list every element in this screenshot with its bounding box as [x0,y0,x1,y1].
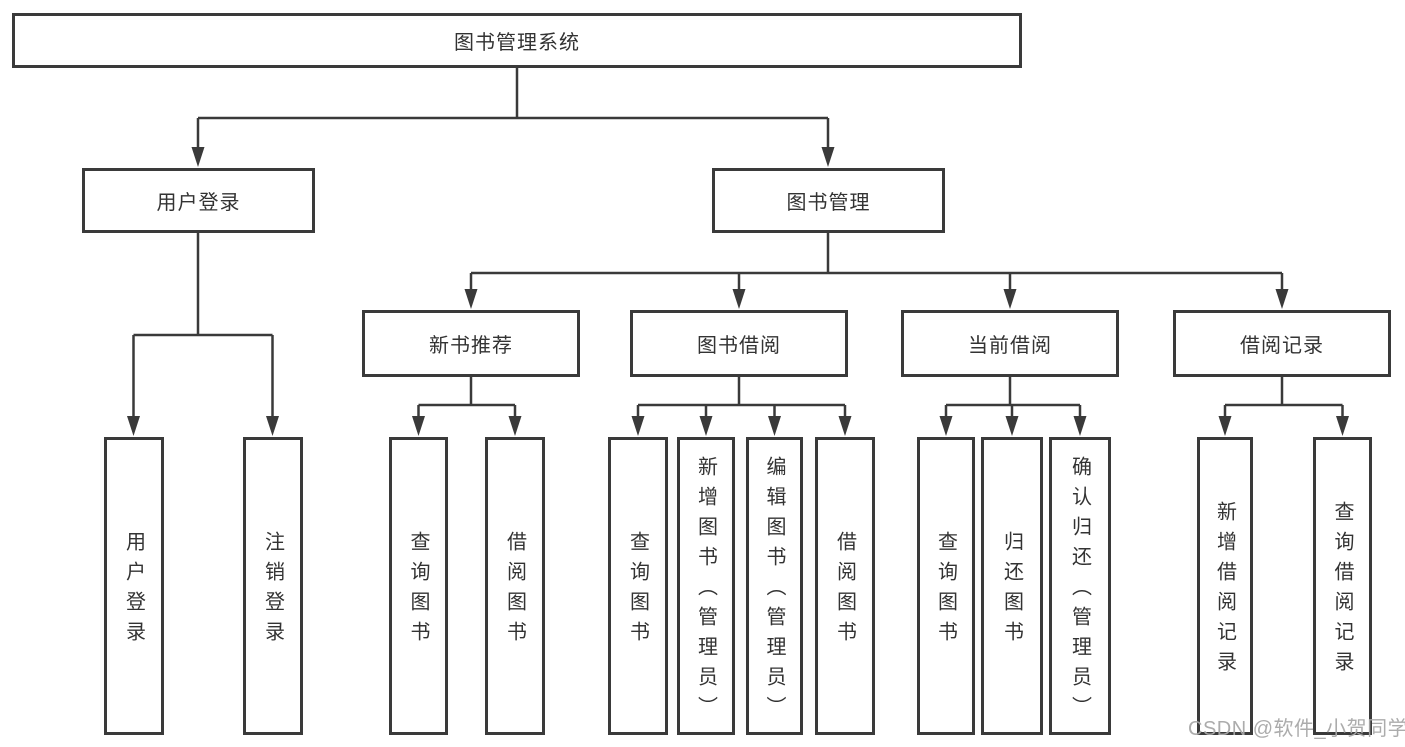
leaf-label: 借阅图书 [503,531,526,651]
arrow-icon [768,416,781,436]
arrow-icon [732,289,746,309]
edge-new-book-children [417,375,517,419]
leaf-cb-return-books: 归还图书 [981,437,1043,735]
edge-book-mgmt-children [469,231,1284,292]
root-node-library-system: 图书管理系统 [12,13,1022,68]
arrow-icon [191,147,205,167]
arrow-icon [1003,289,1017,309]
node-borrowing-records: 借阅记录 [1173,310,1391,377]
node-book-management: 图书管理 [712,168,945,233]
leaf-label: 编辑图书（管理员） [763,456,785,726]
node-book-borrowing: 图书借阅 [630,310,848,377]
node-label: 借阅记录 [1240,335,1324,357]
node-label: 图书管理 [786,192,871,214]
node-user-login: 用户登录 [82,168,315,233]
leaf-br-query-borrow-record: 查询借阅记录 [1313,437,1372,735]
leaf-nbr-query-books: 查询图书 [389,437,448,735]
leaf-br-add-borrow-record: 新增借阅记录 [1197,437,1253,735]
arrow-icon [631,416,645,436]
arrow-icon [838,416,852,436]
edge-root-to-level2 [196,66,830,150]
leaf-cb-query-books: 查询图书 [917,437,975,735]
leaf-label: 用户登录 [122,531,145,651]
edge-book-borrow-children [636,375,847,419]
arrow-icon [1005,416,1019,436]
arrow-icon [1218,416,1232,436]
node-label: 当前借阅 [968,335,1052,357]
leaf-label: 归还图书 [1000,531,1023,651]
leaf-label: 查询图书 [407,531,429,651]
edge-user-login-children [132,231,274,419]
leaf-logout: 注销登录 [243,437,303,735]
leaf-user-login: 用户登录 [104,437,164,735]
leaf-label: 注销登录 [261,531,284,651]
arrow-icon [1336,416,1349,436]
leaf-nbr-borrow-books: 借阅图书 [485,437,545,735]
leaf-label: 借阅图书 [833,531,856,651]
leaf-bb-borrow-books: 借阅图书 [815,437,875,735]
arrow-icon [464,289,478,309]
arrow-icon [699,416,713,436]
edge-current-borrow-children [944,375,1082,419]
node-label: 新书推荐 [429,335,513,357]
leaf-bb-add-books-admin: 新增图书（管理员） [677,437,735,735]
root-node-label: 图书管理系统 [454,32,580,54]
leaf-label: 查询借阅记录 [1331,501,1353,681]
leaf-bb-edit-books-admin: 编辑图书（管理员） [746,437,803,735]
node-new-book-recommendation: 新书推荐 [362,310,580,377]
arrow-icon [266,416,279,436]
arrow-icon [939,416,953,436]
arrow-icon [127,416,140,436]
arrow-icon [821,147,835,167]
node-label: 用户登录 [156,192,241,214]
arrow-icon [1073,416,1087,436]
csdn-watermark: CSDN @软件_小贺同学 [1188,718,1405,740]
arrow-icon [508,416,522,436]
edge-borrow-records-children [1223,375,1344,419]
leaf-cb-confirm-return-admin: 确认归还（管理员） [1049,437,1111,735]
leaf-label: 确认归还（管理员） [1068,456,1091,726]
leaf-label: 新增图书（管理员） [694,456,717,726]
leaf-label: 新增借阅记录 [1213,501,1236,681]
node-current-borrowing: 当前借阅 [901,310,1119,377]
leaf-label: 查询图书 [934,531,957,651]
arrow-icon [1275,289,1289,309]
leaf-bb-query-books: 查询图书 [608,437,668,735]
node-label: 图书借阅 [697,335,781,357]
arrow-icon [412,416,425,436]
leaf-label: 查询图书 [626,531,649,651]
